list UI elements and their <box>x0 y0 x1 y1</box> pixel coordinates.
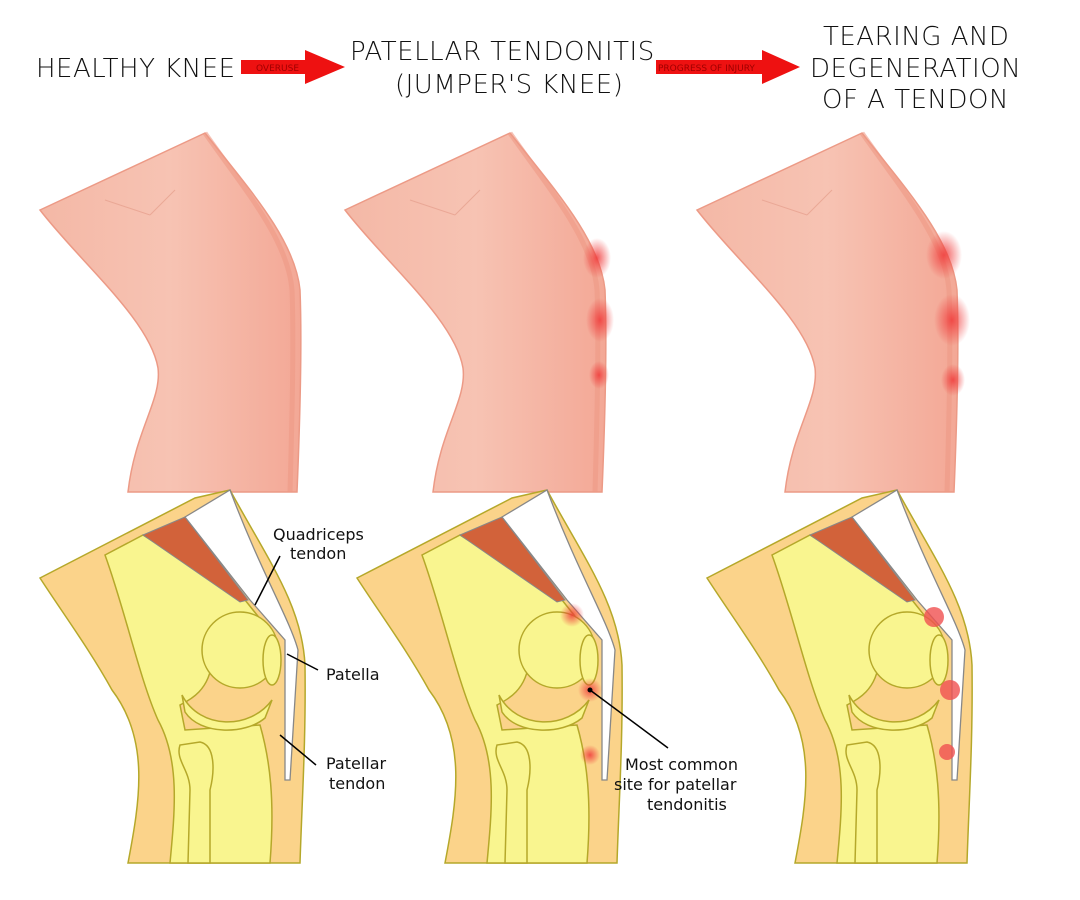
arrow-label-progress: PROGRESS OF INJURY <box>658 64 755 74</box>
stage-title-tendonitis-line2: (JUMPER'S KNEE) <box>395 70 623 100</box>
svg-text:Most common: Most common <box>625 755 738 774</box>
arrow-label-overuse: OVERUSE <box>256 64 299 74</box>
svg-text:Patella: Patella <box>326 665 380 684</box>
healthy-knee-exterior <box>40 133 301 492</box>
inflammation-spots-exterior <box>583 231 970 396</box>
arrow-overuse: OVERUSE <box>241 50 345 84</box>
stage-title-healthy: HEALTHY KNEE <box>36 54 236 84</box>
stage-title-tearing-line1: TEARING AND <box>823 22 1009 52</box>
stage-title-tendonitis-line1: PATELLAR TENDONITIS <box>350 37 655 67</box>
svg-text:tendonitis: tendonitis <box>647 795 727 814</box>
stage-title-tearing-line3: OF A TENDON <box>822 85 1009 115</box>
label-patellar-tendon: Patellar tendon <box>279 734 387 793</box>
label-quadriceps-tendon: Quadriceps tendon <box>254 525 364 606</box>
tearing-knee-anatomy <box>706 489 973 864</box>
tearing-knee-exterior <box>697 133 958 492</box>
healthy-knee-anatomy <box>39 489 306 864</box>
svg-text:Quadriceps: Quadriceps <box>273 525 364 544</box>
tendonitis-knee-exterior <box>345 133 606 492</box>
svg-text:site for patellar: site for patellar <box>614 775 737 794</box>
label-patella: Patella <box>286 653 380 684</box>
svg-text:tendon: tendon <box>329 774 385 793</box>
svg-text:Patellar: Patellar <box>326 754 387 773</box>
tendonitis-knee-anatomy <box>356 489 623 864</box>
label-common-site: Most common site for patellar tendonitis <box>587 687 738 814</box>
stage-title-tearing-line2: DEGENERATION <box>810 54 1021 84</box>
svg-text:tendon: tendon <box>290 544 346 563</box>
arrow-progress: PROGRESS OF INJURY <box>656 50 800 84</box>
inflammation-spots-anatomy <box>560 603 960 765</box>
